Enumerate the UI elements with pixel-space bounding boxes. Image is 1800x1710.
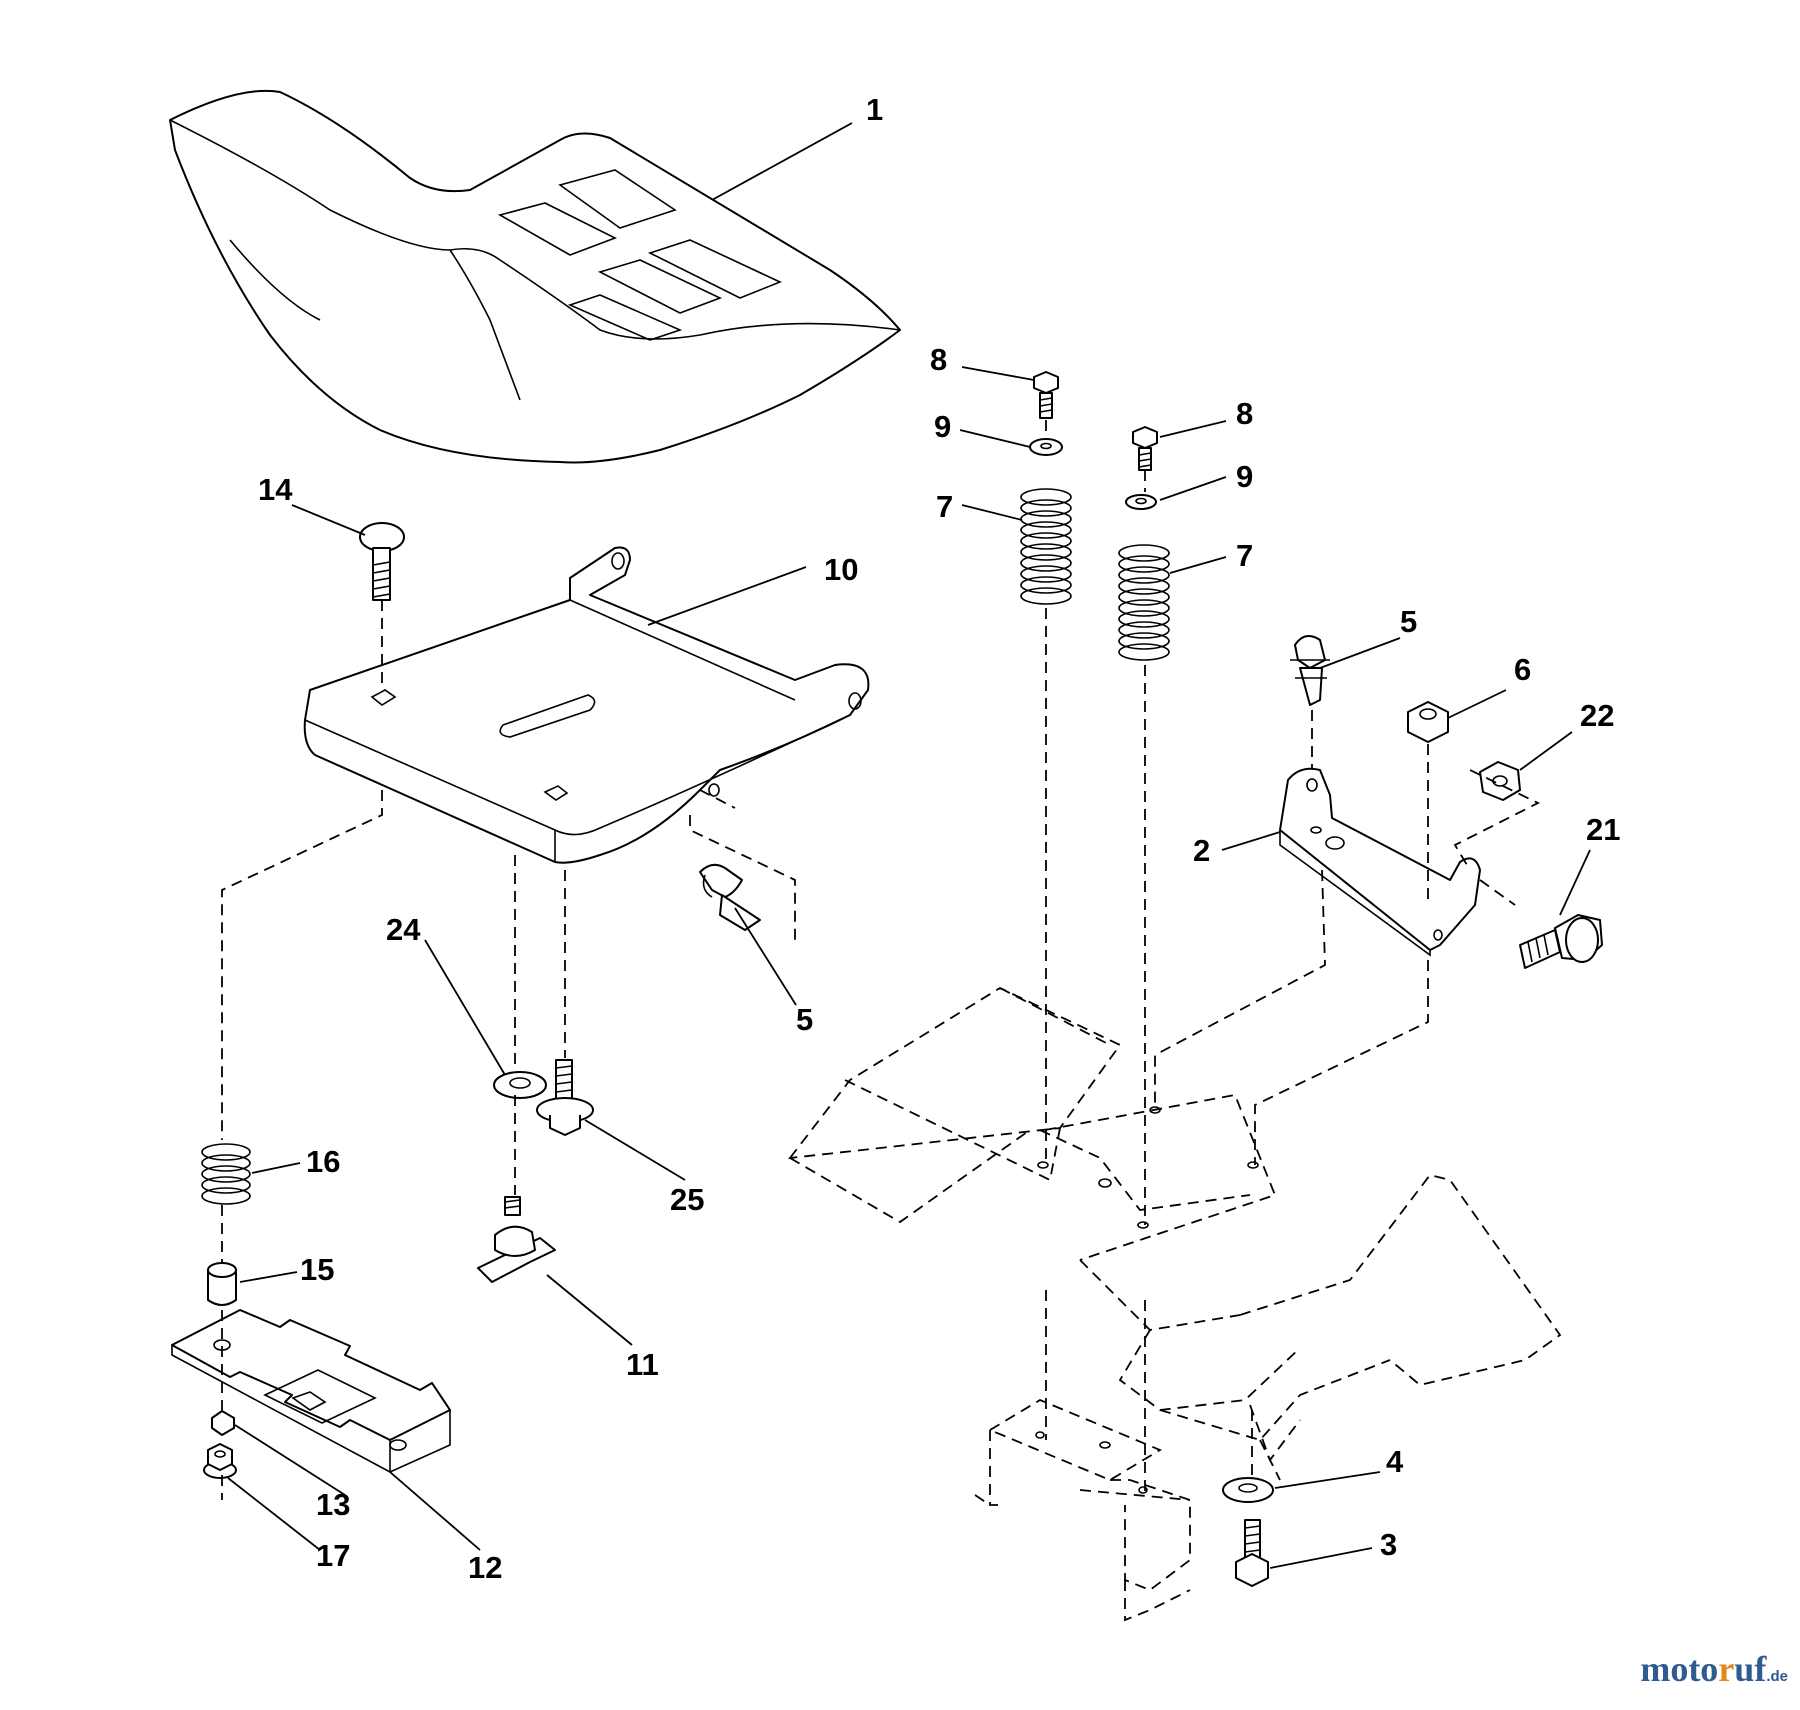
small-spring: [201, 1143, 251, 1205]
callout-3: 3: [1380, 1527, 1397, 1562]
callout-6: 6: [1514, 652, 1531, 687]
carriage-bolt: [359, 522, 405, 601]
spring-bolt-left: [1033, 371, 1059, 419]
callout-10: 10: [824, 552, 858, 587]
lock-nut: [1407, 701, 1449, 743]
callout-21: 21: [1586, 812, 1620, 847]
seat: [169, 89, 901, 464]
callout-8-left: 8: [930, 342, 947, 377]
seat-spring-right: [1118, 544, 1170, 661]
hex-nut: [1479, 761, 1521, 801]
callout-16: 16: [306, 1144, 340, 1179]
callout-15: 15: [300, 1252, 334, 1287]
watermark-part-c: uf: [1734, 1649, 1767, 1689]
shoulder-bolt: [536, 1059, 594, 1136]
callout-7-right: 7: [1236, 538, 1253, 573]
flange-nut: [203, 1443, 237, 1479]
seat-clip-right: [1290, 635, 1330, 706]
callout-11: 11: [626, 1347, 659, 1382]
seat-spring-left: [1020, 488, 1072, 605]
watermark-tld: .de: [1766, 1668, 1788, 1685]
callout-24: 24: [386, 912, 421, 947]
callout-9-left: 9: [934, 409, 951, 444]
shoulder-bolt-large: [1519, 914, 1603, 969]
callout-5-left: 5: [796, 1002, 813, 1037]
callout-17: 17: [316, 1538, 350, 1573]
callout-13: 13: [316, 1487, 350, 1522]
callout-2: 2: [1193, 833, 1210, 868]
watermark-part-b: r: [1718, 1649, 1735, 1689]
callout-numbers: 1 2 3 4 5 5 6 7 7 8 8 9 9 10 11 12 13 14…: [258, 92, 1620, 1585]
hex-bolt-small: [211, 1410, 235, 1436]
callout-1: 1: [866, 92, 883, 127]
callout-14: 14: [258, 472, 293, 507]
callout-25: 25: [670, 1182, 704, 1217]
washer-bottom: [1222, 1477, 1274, 1503]
spacer: [207, 1262, 237, 1306]
frame-outline-dashed: [787, 986, 1562, 1622]
callout-7-left: 7: [936, 489, 953, 524]
spring-bolt-right: [1132, 426, 1158, 471]
watermark-logo: motoruf.de: [1640, 1648, 1788, 1690]
leader-lines: [227, 122, 1591, 1569]
callout-4: 4: [1386, 1444, 1404, 1479]
callout-9-right: 9: [1236, 459, 1253, 494]
callout-8-right: 8: [1236, 396, 1253, 431]
wing-knob: [477, 1196, 556, 1283]
flat-washer: [493, 1071, 547, 1099]
callout-5-right: 5: [1400, 604, 1417, 639]
assembly-lines: [221, 420, 1541, 1500]
seat-bracket: [1279, 767, 1481, 957]
slide-plate: [171, 1309, 451, 1473]
watermark-part-a: moto: [1640, 1649, 1719, 1689]
seat-pan: [303, 546, 870, 864]
callout-22: 22: [1580, 698, 1614, 733]
callout-12: 12: [468, 1550, 502, 1585]
seat-clip-left: [699, 863, 761, 931]
spring-washer-right: [1125, 494, 1157, 510]
spring-washer-left: [1029, 438, 1063, 456]
hex-bolt-bottom: [1235, 1519, 1269, 1587]
